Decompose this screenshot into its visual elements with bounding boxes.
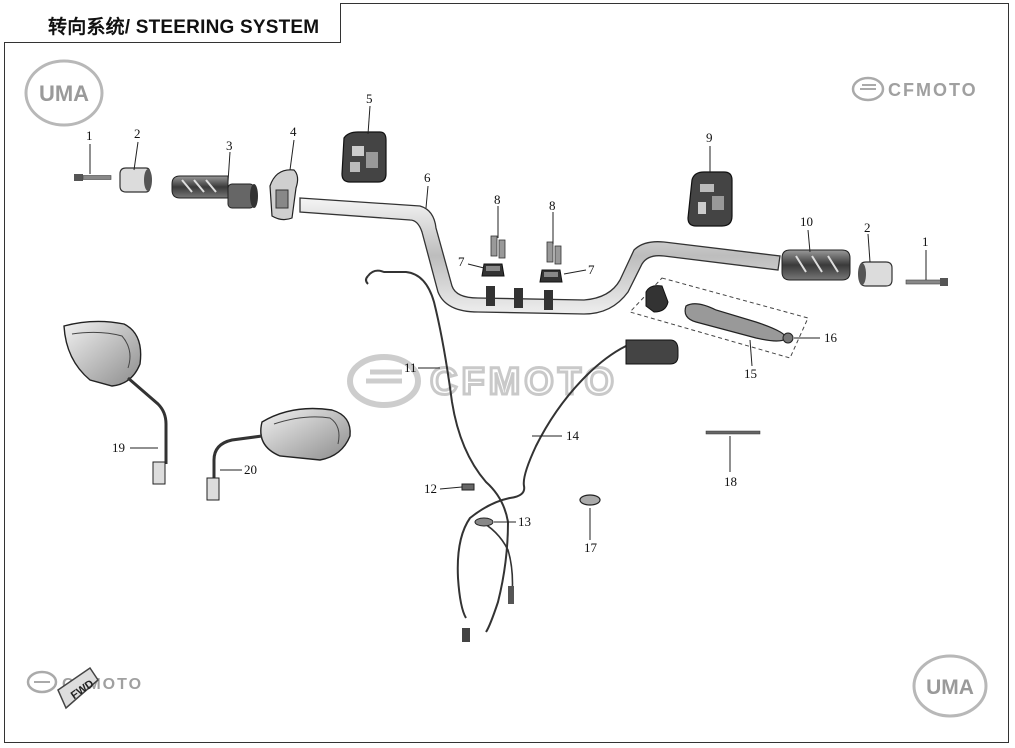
- callout-13: 13: [518, 514, 531, 529]
- part-16-lever-pivot-bolt: [782, 332, 794, 344]
- callout-2-left: 2: [134, 126, 141, 141]
- callout-15: 15: [744, 366, 757, 381]
- uma-logo-text: UMA: [39, 81, 89, 106]
- part-3-throttle-grip: [171, 175, 258, 209]
- cfmoto-fwd-logo-bottom-left: CFMOTO FWD: [26, 666, 141, 710]
- part-1-bolt-left: [74, 174, 112, 181]
- callout-11: 11: [404, 360, 417, 375]
- part-2-bar-end-weight-right: [858, 261, 893, 287]
- callout-9: 9: [706, 130, 713, 145]
- callout-8-left: 8: [494, 192, 501, 207]
- callout-12: 12: [424, 481, 437, 496]
- part-8-clamp-bolts-right: [546, 241, 562, 265]
- cfmoto-watermark-center: CFMOTO: [347, 354, 618, 408]
- part-1-bolt-right: [905, 278, 948, 286]
- part-20-right-mirror: [206, 407, 351, 501]
- leader-lines: [89, 105, 927, 540]
- callout-5: 5: [366, 91, 373, 106]
- part-2-bar-end-weight-left: [119, 167, 152, 193]
- callout-8-right: 8: [549, 198, 556, 213]
- uma-logo-text: UMA: [926, 676, 974, 699]
- callout-4: 4: [290, 124, 297, 139]
- part-17-small-clip: [579, 494, 601, 506]
- callout-7-left: 7: [458, 254, 465, 269]
- page-title: 转向系统/ STEERING SYSTEM: [48, 17, 320, 38]
- callout-numbers: 1 2 3 4 5 6 7 7 8 8 9 10 2 1 11 12 13 14…: [86, 91, 929, 555]
- callout-7-right: 7: [588, 262, 595, 277]
- callout-17: 17: [584, 540, 598, 555]
- part-4-throttle-housing: [269, 169, 299, 221]
- part-19-left-mirror: [63, 320, 168, 485]
- part-7-clamp-right: [539, 269, 563, 283]
- uma-logo-top-left: UMA: [24, 59, 104, 127]
- callout-1-left: 1: [86, 128, 93, 143]
- part-9-right-switch-housing: [687, 171, 733, 227]
- callout-10: 10: [800, 214, 813, 229]
- part-12-cable-clip: [461, 483, 475, 491]
- part-14-clutch-cable: [456, 339, 679, 619]
- callout-16: 16: [824, 330, 838, 345]
- callout-19: 19: [112, 440, 125, 455]
- callout-14: 14: [566, 428, 580, 443]
- part-7-clamp-left: [481, 263, 505, 277]
- callout-6: 6: [424, 170, 431, 185]
- part-8-clamp-bolts-left: [490, 235, 506, 259]
- cfmoto-logo-text: CFMOTO: [888, 80, 978, 100]
- part-5-left-switch-housing: [341, 131, 387, 183]
- cfmoto-logo-top-right: CFMOTO: [851, 76, 978, 102]
- cfmoto-watermark-text: CFMOTO: [430, 361, 618, 403]
- callout-1-right: 1: [922, 234, 929, 249]
- uma-logo-bottom-right: UMA: [912, 654, 988, 718]
- callout-20: 20: [244, 462, 257, 477]
- diagram-frame: [4, 3, 1009, 743]
- callout-18: 18: [724, 474, 737, 489]
- callout-3: 3: [226, 138, 233, 153]
- part-6-handlebar: [299, 197, 781, 315]
- part-11-throttle-cable: [365, 269, 510, 642]
- part-18-pin: [705, 430, 761, 435]
- title-box: 转向系统/ STEERING SYSTEM: [4, 3, 341, 43]
- callout-2-right: 2: [864, 220, 871, 235]
- part-10-right-grip: [781, 249, 851, 281]
- part-13-cable-clip: [474, 517, 494, 527]
- part-15-clutch-lever: [629, 277, 809, 359]
